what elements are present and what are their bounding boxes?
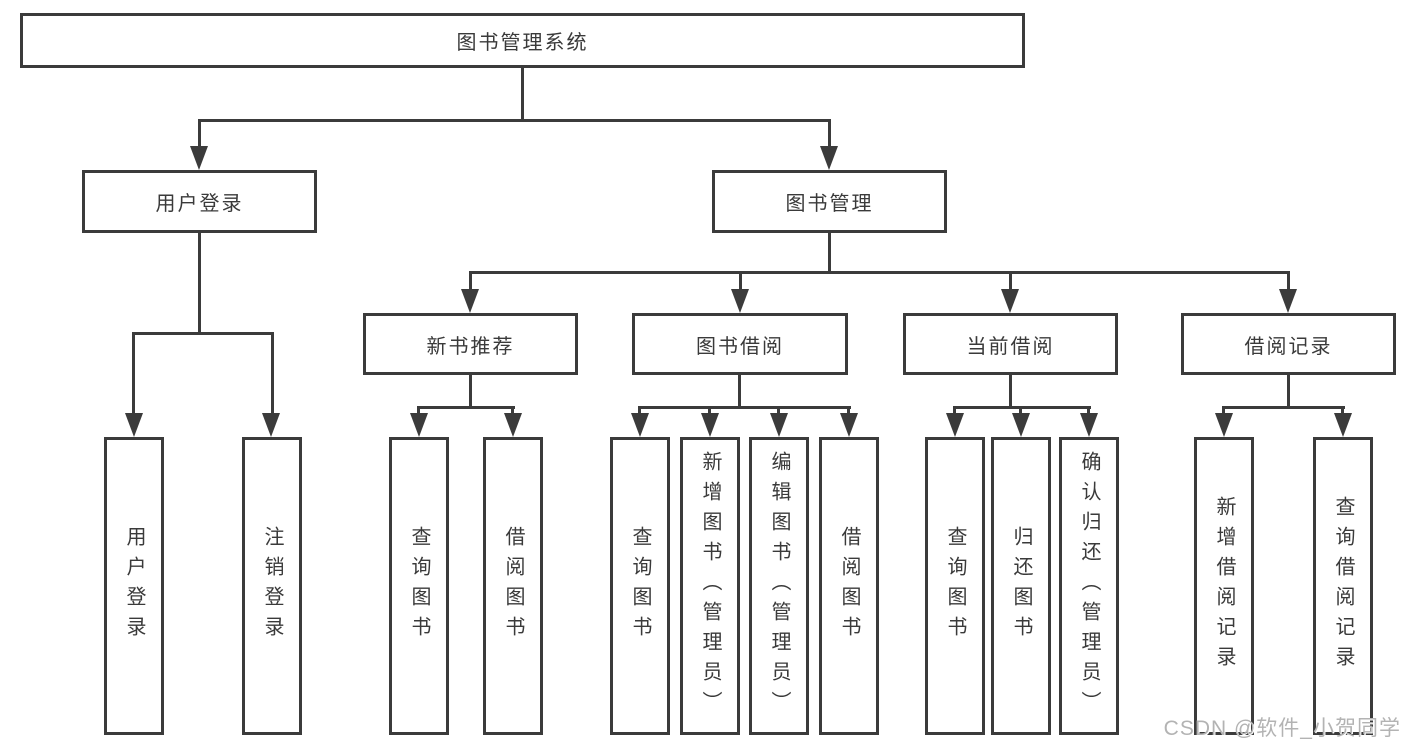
connector-vline <box>1009 375 1012 408</box>
connector-vline <box>738 375 741 408</box>
leaf-recommend-borrow-books: 借阅图书 <box>483 437 543 735</box>
arrowhead-down-icon <box>946 413 964 437</box>
arrowhead-down-icon <box>262 413 280 437</box>
leaf-record-query: 查询借阅记录 <box>1313 437 1373 735</box>
connector-vline <box>708 406 711 415</box>
arrowhead-down-icon <box>701 413 719 437</box>
arrowhead-down-icon <box>840 413 858 437</box>
leaf-login: 用户登录 <box>104 437 164 735</box>
connector-vline <box>1222 406 1225 415</box>
connector-hline <box>198 119 831 122</box>
connector-vline <box>1287 375 1290 408</box>
connector-vline <box>469 375 472 408</box>
node-label: 新增图书（管理员） <box>699 451 721 721</box>
connector-vline <box>1287 271 1290 291</box>
node-label: 新增借阅记录 <box>1213 496 1235 676</box>
connector-vline <box>739 271 742 291</box>
connector-vline <box>469 271 472 291</box>
connector-vline <box>638 406 641 415</box>
connector-vline <box>777 406 780 415</box>
connector-hline <box>469 271 1290 274</box>
connector-vline <box>1087 406 1090 415</box>
node-borrow-record: 借阅记录 <box>1181 313 1396 375</box>
leaf-borrow-add-books-admin: 新增图书（管理员） <box>680 437 740 735</box>
connector-vline <box>1341 406 1344 415</box>
node-label: 新书推荐 <box>426 335 515 358</box>
node-label: 注销登录 <box>261 526 283 646</box>
node-label: 用户登录 <box>123 526 145 646</box>
node-label: 当前借阅 <box>966 335 1055 358</box>
node-label: 用户登录 <box>155 193 244 215</box>
node-label: 编辑图书（管理员） <box>768 451 790 721</box>
arrowhead-down-icon <box>1334 413 1352 437</box>
leaf-borrow-query-books: 查询图书 <box>610 437 670 735</box>
connector-hline <box>1222 406 1345 409</box>
node-user-login: 用户登录 <box>82 170 317 233</box>
leaf-current-return-books: 归还图书 <box>991 437 1051 735</box>
connector-hline <box>638 406 851 409</box>
arrowhead-down-icon <box>1001 289 1019 313</box>
leaf-borrow-edit-books-admin: 编辑图书（管理员） <box>749 437 809 735</box>
connector-vline <box>511 406 514 415</box>
connector-vline <box>1009 271 1012 291</box>
connector-vline <box>828 233 831 274</box>
node-label: 查询图书 <box>629 526 651 646</box>
connector-vline <box>847 406 850 415</box>
connector-vline <box>828 119 831 148</box>
arrowhead-down-icon <box>410 413 428 437</box>
leaf-recommend-query-books: 查询图书 <box>389 437 449 735</box>
node-root: 图书管理系统 <box>20 13 1025 68</box>
node-label: 确认归还（管理员） <box>1078 451 1100 721</box>
connector-vline <box>417 406 420 415</box>
arrowhead-down-icon <box>1012 413 1030 437</box>
arrowhead-down-icon <box>820 146 838 170</box>
arrowhead-down-icon <box>1080 413 1098 437</box>
node-book-borrow: 图书借阅 <box>632 313 848 375</box>
csdn-watermark: CSDN @软件_小贺同学 <box>1163 717 1401 740</box>
connector-hline <box>417 406 515 409</box>
leaf-record-add: 新增借阅记录 <box>1194 437 1254 735</box>
node-book-management: 图书管理 <box>712 170 947 233</box>
connector-vline <box>953 406 956 415</box>
node-label: 查询图书 <box>408 526 430 646</box>
arrowhead-down-icon <box>731 289 749 313</box>
leaf-borrow-borrow-books: 借阅图书 <box>819 437 879 735</box>
arrowhead-down-icon <box>504 413 522 437</box>
arrowhead-down-icon <box>461 289 479 313</box>
leaf-current-confirm-return-admin: 确认归还（管理员） <box>1059 437 1119 735</box>
connector-hline <box>132 332 274 335</box>
node-label: 图书借阅 <box>696 335 784 358</box>
node-label: 查询图书 <box>944 526 966 646</box>
node-label: 借阅图书 <box>838 526 860 646</box>
node-label: 归还图书 <box>1010 526 1032 646</box>
node-label: 查询借阅记录 <box>1332 496 1354 676</box>
connector-vline <box>198 119 201 148</box>
node-label: 图书管理系统 <box>456 32 589 54</box>
connector-hline <box>953 406 1091 409</box>
leaf-logout: 注销登录 <box>242 437 302 735</box>
node-current-borrow: 当前借阅 <box>903 313 1118 375</box>
node-new-book-recommend: 新书推荐 <box>363 313 578 375</box>
connector-vline <box>271 332 274 413</box>
connector-vline <box>1019 406 1022 415</box>
arrowhead-down-icon <box>125 413 143 437</box>
node-label: 图书管理 <box>785 193 874 215</box>
arrowhead-down-icon <box>631 413 649 437</box>
arrowhead-down-icon <box>770 413 788 437</box>
arrowhead-down-icon <box>1215 413 1233 437</box>
connector-vline <box>198 233 201 334</box>
arrowhead-down-icon <box>190 146 208 170</box>
node-label: 借阅图书 <box>502 526 524 646</box>
leaf-current-query-books: 查询图书 <box>925 437 985 735</box>
node-label: 借阅记录 <box>1244 335 1333 358</box>
connector-vline <box>521 68 524 121</box>
arrowhead-down-icon <box>1279 289 1297 313</box>
connector-vline <box>132 332 135 413</box>
